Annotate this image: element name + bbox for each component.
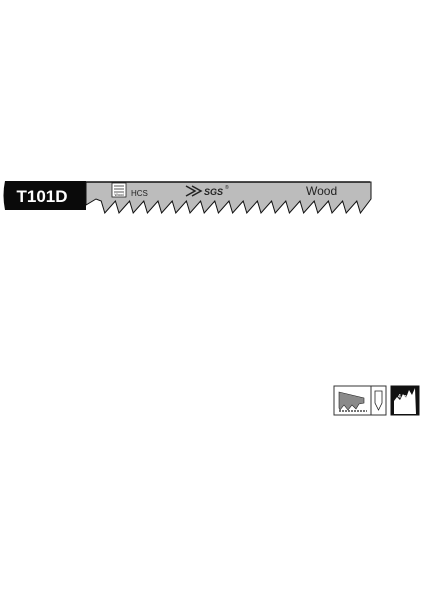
brand-label: SGS bbox=[204, 187, 223, 197]
material-label: HCS bbox=[131, 189, 148, 198]
sgs-logo: SGS ® bbox=[185, 184, 229, 197]
saw-blade bbox=[85, 181, 372, 215]
blade-shank: T101D bbox=[3, 181, 86, 210]
product-code-label: T101D bbox=[16, 187, 67, 206]
blade-body bbox=[85, 181, 372, 215]
arrow-icon bbox=[185, 185, 203, 197]
cut-depth-icon: 4 mm bbox=[390, 385, 420, 416]
clean-cut-icon bbox=[333, 385, 387, 416]
wood-logo-text: Wood bbox=[114, 193, 123, 197]
cut-depth-label: 4 mm bbox=[398, 394, 412, 400]
wood-logo-icon: Wood bbox=[111, 182, 127, 198]
application-label: Wood bbox=[306, 184, 337, 198]
brand-mark: ® bbox=[225, 184, 229, 191]
